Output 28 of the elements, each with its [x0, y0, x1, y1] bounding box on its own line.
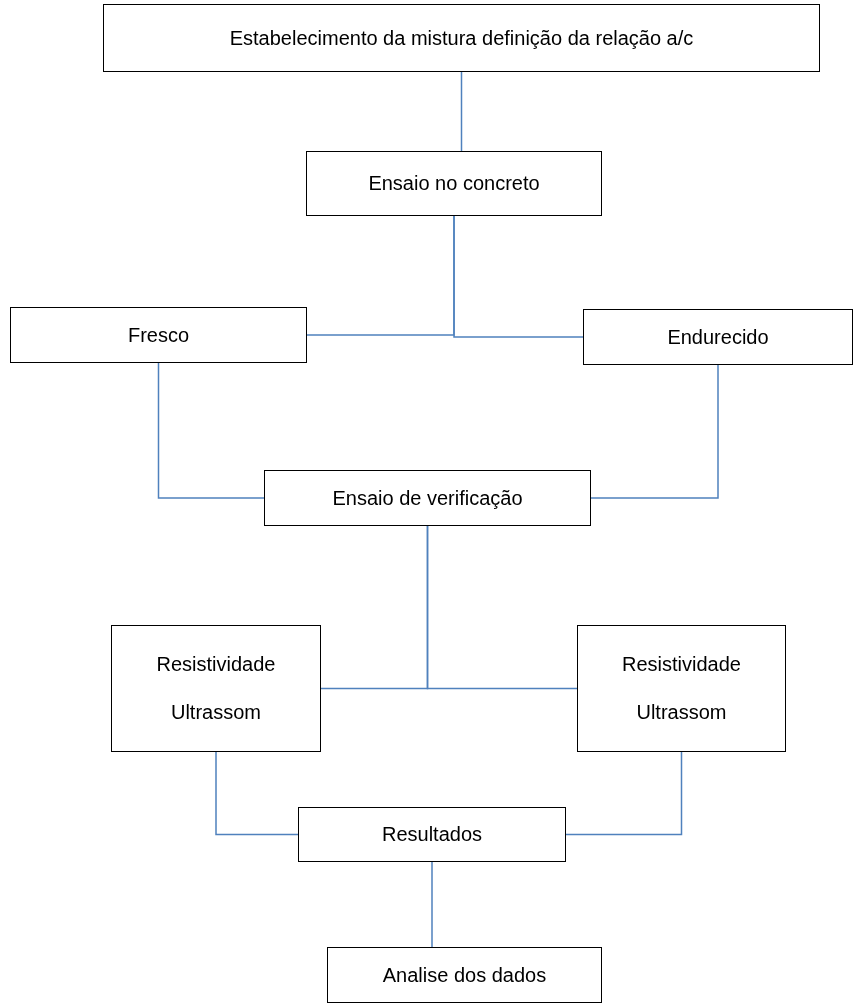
process-box [264, 470, 591, 526]
connector-line [431, 861, 433, 948]
connector-line [565, 751, 683, 836]
connector-line [215, 751, 299, 836]
box-label: Ultrassom [636, 701, 727, 724]
process-box [306, 151, 602, 216]
connector-line [590, 364, 719, 499]
box-label: Endurecido [667, 325, 769, 349]
process-box [103, 4, 820, 72]
box-label: Ensaio de verificação [332, 486, 523, 510]
process-box [583, 309, 853, 365]
box-label: Resistividade [156, 653, 276, 676]
box-label: Ensaio no concreto [368, 172, 540, 195]
process-box [577, 625, 786, 752]
process-box [327, 947, 602, 1003]
process-box [298, 807, 566, 862]
box-label: Fresco [127, 323, 190, 347]
box-label: Resistividade [622, 653, 741, 676]
connector-line [426, 525, 578, 690]
connector-line [157, 362, 265, 499]
box-label: Analise dos dados [382, 963, 547, 987]
connector-line [453, 215, 584, 338]
connector-line [460, 71, 463, 152]
box-label: Ultrassom [171, 701, 261, 724]
process-box [111, 625, 321, 752]
box-label: Resultados [381, 823, 483, 846]
process-box [10, 307, 307, 363]
box-label: Estabelecimento da mistura definição da relação a/c [229, 26, 694, 50]
